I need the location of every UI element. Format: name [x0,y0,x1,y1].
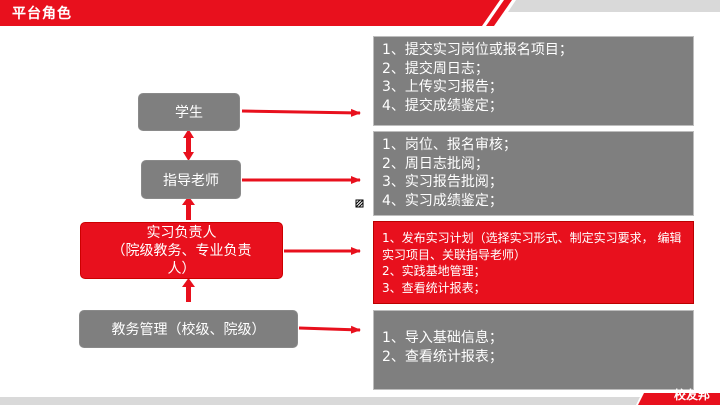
arrow-student-teacher [183,129,194,161]
role-teacher: 指导老师 [141,160,241,199]
duty-item: 4、提交成绩鉴定； [382,97,503,114]
footer-logo: 校友邦 [673,388,710,402]
duty-item: 3、上传实习报告； [382,79,503,95]
duty-item: 3、实习报告批阅； [382,174,503,190]
duty-item: 1、发布实习计划（选择实习形式、制定实习要求， 编辑实习项目、关联指导老师） [382,231,682,262]
duty-item: 3、查看统计报表； [382,280,486,295]
arrow-manager-teacher [182,196,195,220]
duty-item: 2、实践基地管理； [382,264,486,278]
duties-admin: 1、导入基础信息； 2、查看统计报表； [373,310,694,390]
duty-item: 1、提交实习岗位或报名项目； [382,42,573,58]
duty-item: 1、导入基础信息； [382,330,503,346]
role-manager: 实习负责人 （院级教务、专业负责 人） [80,222,283,279]
role-manager-line: （院级教务、专业负责 [111,242,252,259]
duty-item: 2、查看统计报表； [382,348,503,365]
footer-bar [0,393,720,405]
role-manager-line: 实习负责人 [146,224,217,241]
duties-teacher: 1、岗位、报名审核； 2、周日志批阅； 3、实习报告批阅； 4、实习成绩鉴定； [373,131,694,216]
arrow-student-duties [241,108,361,117]
arrow-admin-duties [298,325,361,334]
role-admin: 教务管理（校级、院级） [79,310,298,348]
duty-item: 2、提交周日志； [382,60,489,77]
duties-manager: 1、发布实习计划（选择实习形式、制定实习要求， 编辑实习项目、关联指导老师） 2… [373,221,694,304]
role-student-label: 学生 [175,105,203,121]
role-admin-label: 教务管理（校级、院级） [111,322,266,338]
duty-item: 4、实习成绩鉴定； [382,192,503,209]
page-title: 平台角色 [12,6,72,22]
header-bar [0,0,720,26]
small-marker-icon [355,199,364,208]
role-student: 学生 [138,93,240,131]
duties-student: 1、提交实习岗位或报名项目； 2、提交周日志； 3、上传实习报告； 4、提交成绩… [373,36,694,126]
role-teacher-label: 指导老师 [163,172,219,189]
duty-item: 2、周日志批阅； [382,155,489,172]
duty-item: 1、岗位、报名审核； [382,137,517,153]
role-manager-line: 人） [167,260,196,277]
arrow-admin-manager [182,278,195,302]
